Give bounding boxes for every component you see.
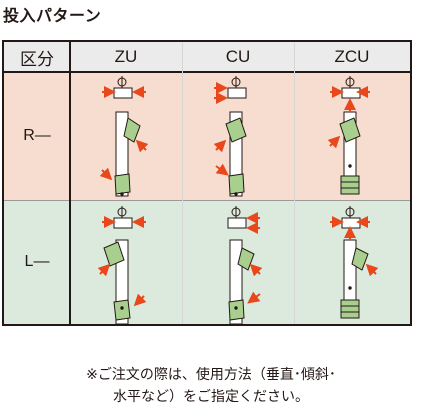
page-title: 投入パターン [3, 6, 102, 25]
loading-pattern-figures [97, 76, 379, 324]
figure-zcu-r [327, 76, 370, 195]
header-zu: ZU [70, 42, 182, 72]
usage-note-line-1: ※ご注文の際は、使用方法（垂直･傾斜･ [86, 367, 336, 383]
figure-cu-l [227, 206, 263, 324]
column-divider-1 [182, 42, 183, 324]
loading-pattern-table: 区分 ZU CU ZCU R— L— [2, 40, 412, 326]
row-label-r: R— [4, 72, 70, 200]
figure-zu-r [99, 76, 149, 197]
usage-note-line-2: 水平など）をご指定ください。 [113, 389, 309, 405]
column-divider-2 [294, 42, 295, 324]
header-divider [4, 71, 410, 73]
row-label-l: L— [4, 200, 70, 324]
header-cu: CU [182, 42, 294, 72]
header-category: 区分 [4, 42, 70, 72]
header-zcu: ZCU [294, 42, 410, 72]
label-column-divider [69, 42, 71, 324]
figure-zcu-l [330, 206, 379, 319]
figure-zu-l [97, 206, 147, 324]
row-divider [4, 200, 410, 201]
figure-cu-r [213, 76, 247, 197]
